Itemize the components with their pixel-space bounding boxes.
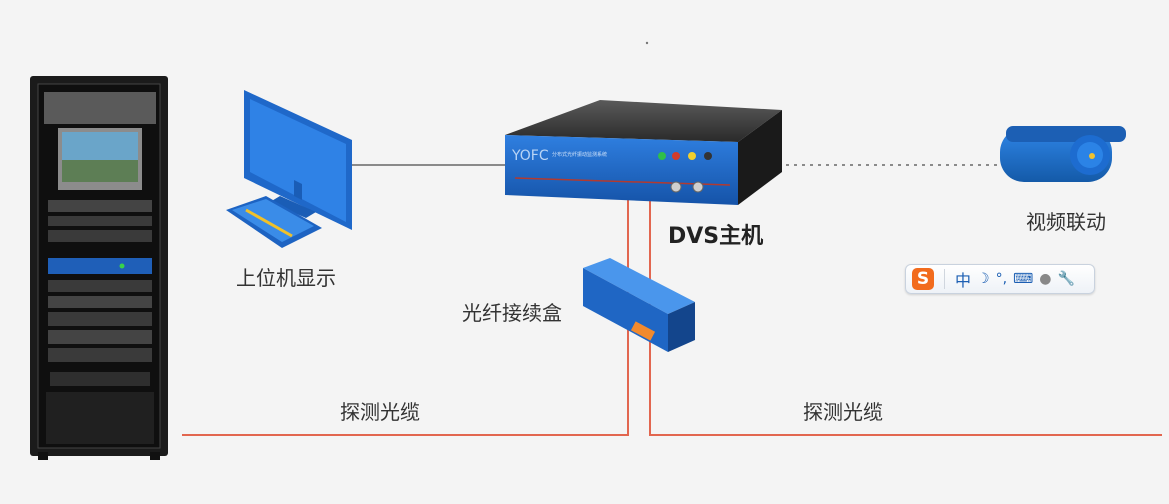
camera-icon bbox=[1000, 126, 1126, 182]
ime-divider bbox=[944, 269, 945, 289]
fiber-port-a-icon bbox=[670, 181, 682, 193]
ime-toolbar[interactable]: S 中 ☽ °, ⌨ ● 🔧 bbox=[905, 264, 1095, 294]
monitor-label: 上位机显示 bbox=[236, 266, 336, 290]
splice-box-label: 光纤接续盒 bbox=[462, 301, 562, 325]
ime-mode-toggle[interactable]: 中 bbox=[955, 271, 972, 290]
user-icon[interactable]: ● bbox=[1039, 271, 1052, 287]
cable-left-label: 探测光缆 bbox=[340, 400, 420, 424]
ime-logo-icon[interactable]: S bbox=[912, 268, 934, 290]
monitor-icon bbox=[244, 90, 352, 230]
red-indicator-icon bbox=[672, 152, 680, 160]
fiber-splice-box-icon bbox=[583, 258, 695, 352]
dvs-brand-text: YOFC bbox=[511, 148, 549, 164]
moon-icon[interactable]: ☽ bbox=[977, 271, 990, 287]
server-rack-icon bbox=[30, 76, 168, 460]
power-switch-icon bbox=[704, 152, 712, 160]
camera-label: 视频联动 bbox=[1026, 210, 1106, 234]
wrench-icon[interactable]: 🔧 bbox=[1057, 271, 1075, 287]
cable-right-label: 探测光缆 bbox=[803, 400, 883, 424]
fiber-right bbox=[649, 195, 1162, 436]
stray-dot bbox=[645, 41, 649, 45]
dvs-host-icon: YOFC 分布式光纤振动监测系统 bbox=[505, 100, 782, 205]
fiber-port-b-icon bbox=[692, 181, 704, 193]
dvs-panel-text: 分布式光纤振动监测系统 bbox=[552, 151, 607, 158]
keyboard-icon[interactable]: ⌨ bbox=[1013, 271, 1034, 287]
dvs-label: DVS主机 bbox=[668, 224, 764, 249]
green-indicator-icon bbox=[658, 152, 666, 160]
yellow-indicator-icon bbox=[688, 152, 696, 160]
keyboard-icon bbox=[226, 196, 322, 248]
punctuation-icon[interactable]: °, bbox=[995, 271, 1008, 287]
